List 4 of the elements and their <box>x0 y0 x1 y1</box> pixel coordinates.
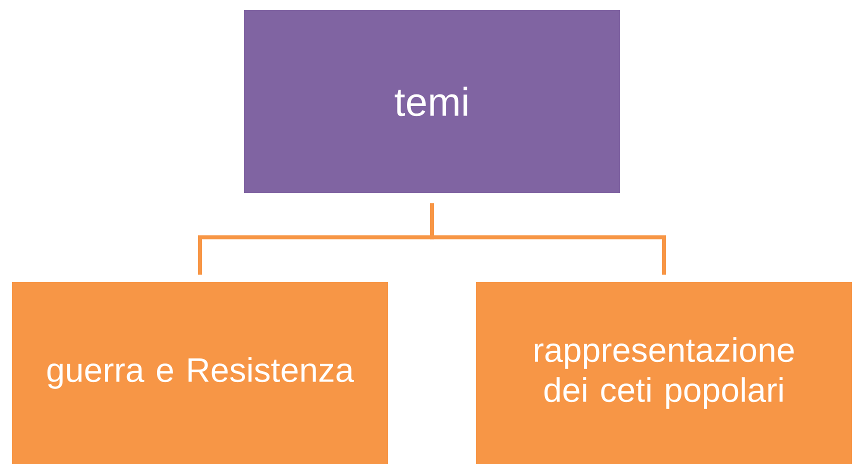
connector-line <box>430 203 666 275</box>
process-box: guerra e Resistenza <box>12 282 388 464</box>
process-box: rappresentazione dei ceti popolari <box>476 282 852 464</box>
process-box: temi <box>244 10 620 193</box>
